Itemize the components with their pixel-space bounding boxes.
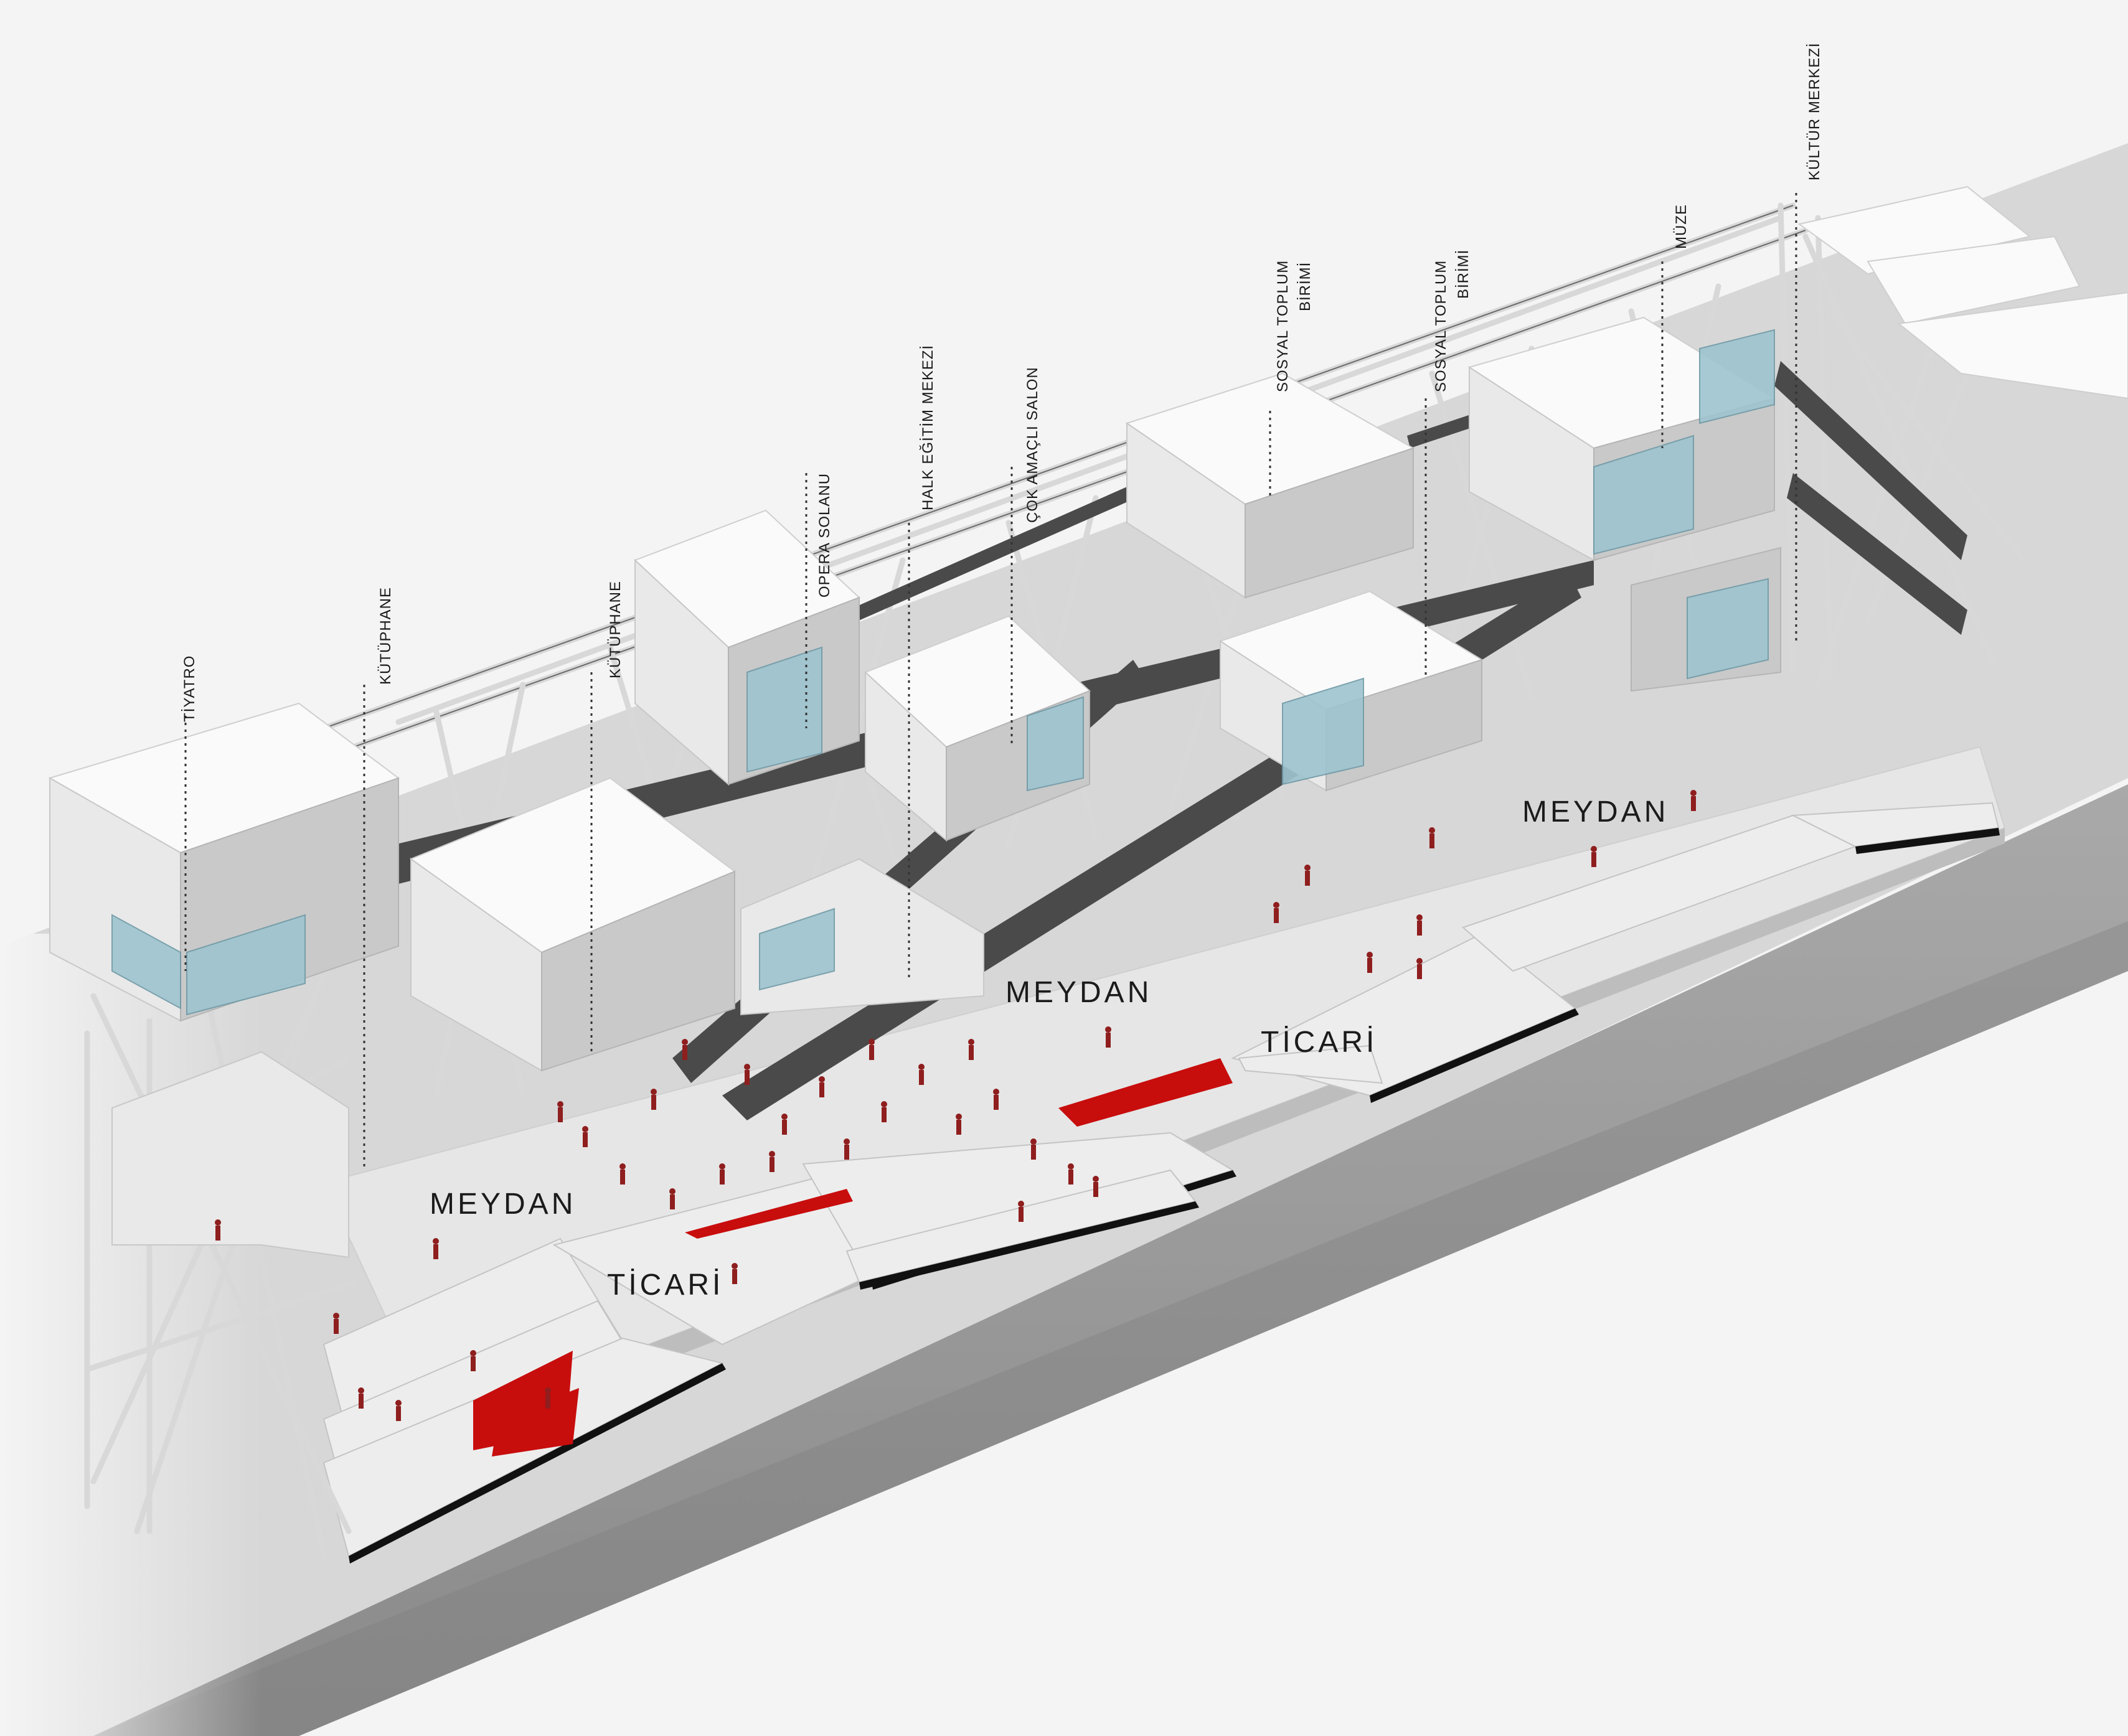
person-figure [582, 1126, 588, 1147]
person-figure [1416, 914, 1423, 936]
person-figure [333, 1313, 339, 1334]
roof-truss [321, 202, 1834, 756]
label-sosyal-toplum-2a: SOSYAL TOPLUM [1433, 260, 1449, 392]
zone-labels: MEYDAN MEYDAN MEYDAN TİCARİ TİCARİ [430, 795, 1669, 1302]
person-figure [651, 1089, 657, 1110]
person-figure [1416, 958, 1423, 979]
label-halk-egitim: HALK EĞİTİM MEKEZİ [920, 345, 936, 510]
volume-muze [1467, 316, 1781, 692]
person-figure [1273, 902, 1279, 923]
person-figure [619, 1163, 626, 1185]
person-figure [395, 1400, 402, 1421]
person-figure [215, 1219, 221, 1241]
terraces-left [322, 1237, 726, 1564]
label-tiyatro: TİYATRO [181, 655, 198, 722]
person-figure [881, 1101, 887, 1122]
people-figures [215, 790, 1697, 1421]
person-figure [1367, 952, 1373, 973]
volume-kultur [1797, 185, 2128, 400]
person-figure [1093, 1176, 1099, 1197]
zone-meydan-center: MEYDAN [1005, 976, 1152, 1009]
label-sosyal-toplum-2b: BİRİMİ [1455, 250, 1472, 299]
person-figure [358, 1387, 364, 1409]
volume-kutuphane [409, 777, 984, 1072]
label-muze: MÜZE [1673, 204, 1690, 249]
label-opera-salonu: OPERA SOLANU [816, 473, 833, 598]
label-cok-amacli: ÇOK AMAÇLI SALON [1024, 367, 1041, 523]
person-figure [1068, 1163, 1074, 1185]
person-figure [557, 1101, 563, 1122]
label-kutuphane-2: KÜTÜPHANE [607, 581, 624, 678]
person-figure [1030, 1138, 1037, 1160]
person-figure [781, 1114, 788, 1135]
person-figure [819, 1076, 825, 1097]
person-figure [433, 1238, 439, 1259]
person-figure [1591, 846, 1597, 867]
person-figure [956, 1114, 962, 1135]
label-kutuphane-1: KÜTÜPHANE [377, 587, 394, 685]
person-figure [669, 1188, 676, 1209]
person-figure [545, 1387, 551, 1409]
label-kultur-merkezi: KÜLTÜR MERKEZİ [1806, 42, 1823, 181]
label-sosyal-toplum-1a: SOSYAL TOPLUM [1274, 260, 1291, 392]
zone-meydan-right: MEYDAN [1522, 795, 1669, 828]
person-figure [918, 1064, 925, 1085]
person-figure [1105, 1026, 1111, 1048]
person-figure [1690, 790, 1697, 811]
person-figure [682, 1039, 688, 1060]
person-figure [993, 1089, 999, 1110]
program-labels: TİYATRO KÜTÜPHANE KÜTÜPHANE OPERA SOLANU… [181, 42, 1823, 722]
volume-opera [634, 509, 860, 786]
person-figure [470, 1350, 476, 1371]
person-figure [844, 1138, 850, 1160]
person-figure [744, 1064, 750, 1085]
terraces-center [552, 1058, 1236, 1346]
person-figure [1429, 827, 1435, 848]
person-figure [1018, 1201, 1024, 1222]
volume-halk-egitim [864, 615, 1091, 842]
person-figure [869, 1039, 875, 1060]
person-figure [719, 1163, 725, 1185]
zone-ticari-center: TİCARİ [1261, 1026, 1377, 1059]
label-sosyal-toplum-1b: BİRİMİ [1297, 262, 1314, 311]
terraces-right [1231, 802, 2000, 1103]
person-figure [769, 1151, 775, 1172]
person-figure [968, 1039, 974, 1060]
leader-lines [184, 193, 1797, 1170]
zone-meydan-left: MEYDAN [430, 1188, 576, 1221]
person-figure [732, 1263, 738, 1284]
zone-ticari-left: TİCARİ [607, 1269, 723, 1302]
volume-sosyal-2 [1218, 590, 1484, 792]
person-figure [1304, 865, 1311, 886]
volume-tiyatro [48, 702, 400, 1259]
